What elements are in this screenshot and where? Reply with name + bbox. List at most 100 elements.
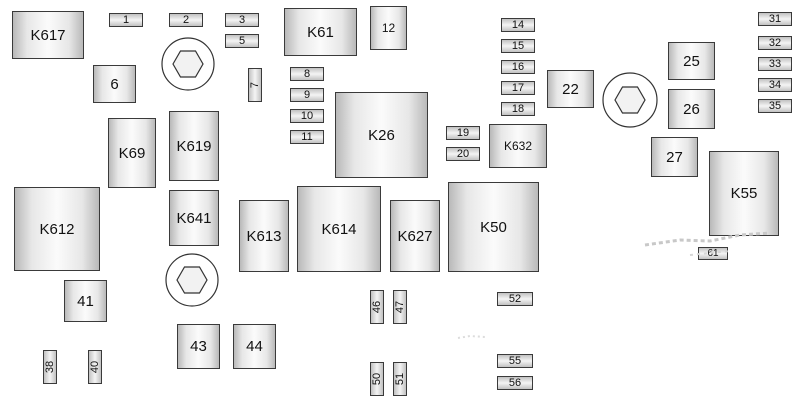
fuse-label: 11	[301, 131, 313, 143]
fuse-label: 16	[511, 61, 525, 73]
relay-label: K627	[397, 227, 433, 245]
relay-k612: K612	[14, 187, 100, 271]
fuse-5: 5	[225, 34, 259, 48]
fuse-55: 55	[497, 354, 533, 368]
fuse-51: 51	[393, 362, 407, 396]
relay-label: K614	[321, 220, 357, 238]
fuse-34: 34	[758, 78, 792, 92]
relay-k617: K617	[12, 11, 84, 59]
fuse-56: 56	[497, 376, 533, 390]
fuse-label: 35	[768, 100, 782, 112]
relay-label: K641	[176, 209, 212, 227]
fuse-label: 50	[371, 372, 383, 386]
relay-k632: K632	[489, 124, 547, 168]
fuse-40: 40	[88, 350, 102, 384]
fuse-label: 31	[768, 13, 782, 25]
fuse-35: 35	[758, 99, 792, 113]
fuse-33: 33	[758, 57, 792, 71]
relay-label: 22	[562, 80, 579, 98]
fuse-label: 56	[508, 377, 522, 389]
relay-label: 43	[190, 338, 207, 355]
fuse-label: 17	[511, 82, 525, 94]
fuse-46: 46	[370, 290, 384, 324]
relay-label: K613	[246, 227, 282, 245]
relay-6: 6	[93, 65, 136, 103]
fuse-3: 3	[225, 13, 259, 27]
relay-44: 44	[233, 324, 276, 369]
relay-label: 41	[77, 292, 94, 310]
fuse-label: 55	[508, 355, 522, 367]
fuse-2: 2	[169, 13, 203, 27]
fuse-label: 10	[300, 110, 314, 122]
relay-k55: K55	[709, 151, 779, 236]
relay-k69: K69	[108, 118, 156, 188]
fuse-label: 5	[238, 35, 246, 47]
fuse-label: 1	[122, 14, 130, 26]
relay-label: K619	[176, 137, 212, 155]
relay-12: 12	[370, 6, 407, 50]
fuse-7: 7	[248, 68, 262, 102]
fuse-label: 14	[511, 19, 525, 31]
relay-label: 27	[666, 148, 683, 166]
fuse-1: 1	[109, 13, 143, 27]
fuse-14: 14	[501, 18, 535, 32]
fuse-label: 34	[768, 79, 782, 91]
relay-k50: K50	[448, 182, 539, 272]
relay-26: 26	[668, 89, 715, 129]
relay-label: K612	[39, 220, 75, 238]
relay-43: 43	[177, 324, 220, 369]
relay-label: 6	[110, 75, 119, 93]
hex-bolt-icon	[165, 253, 219, 307]
fuse-11: 11	[290, 130, 324, 144]
fuse-label: 2	[182, 14, 190, 26]
fuse-10: 10	[290, 109, 324, 123]
fuse-label: 20	[456, 148, 470, 160]
fuse-label: 38	[44, 360, 56, 374]
fuse-15: 15	[501, 39, 535, 53]
hex-bolt-icon	[161, 37, 215, 91]
relay-label: 25	[683, 52, 700, 70]
scan-artifact-decoration	[457, 334, 486, 339]
fuse-52: 52	[497, 292, 533, 306]
fuse-label: 52	[508, 293, 522, 305]
fuse-8: 8	[290, 67, 324, 81]
relay-k641: K641	[169, 190, 219, 246]
fuse-label: 47	[394, 300, 406, 314]
relay-label: K61	[307, 23, 334, 41]
relay-k613: K613	[239, 200, 289, 272]
fuse-label: 51	[394, 372, 406, 386]
relay-k614: K614	[297, 186, 381, 272]
fuse-label: 32	[768, 37, 782, 49]
relay-label: K26	[368, 126, 395, 144]
fuse-label: 8	[303, 68, 311, 80]
fuse-label: 33	[768, 58, 782, 70]
fuse-label: 46	[371, 300, 383, 314]
fuse-label: 15	[511, 40, 525, 52]
fuse-20: 20	[446, 147, 480, 161]
relay-27: 27	[651, 137, 698, 177]
fuse-label: 40	[89, 360, 101, 374]
relay-22: 22	[547, 70, 594, 108]
scan-artifact-decoration	[644, 231, 771, 256]
relay-k61: K61	[284, 8, 357, 56]
relay-label: K50	[480, 218, 507, 236]
fuse-16: 16	[501, 60, 535, 74]
fuse-label: 3	[238, 14, 246, 26]
fuse-31: 31	[758, 12, 792, 26]
fuse-17: 17	[501, 81, 535, 95]
relay-label: K617	[30, 26, 66, 44]
relay-k627: K627	[390, 200, 440, 272]
fuse-50: 50	[370, 362, 384, 396]
relay-25: 25	[668, 42, 715, 80]
relay-41: 41	[64, 280, 107, 322]
relay-label: 26	[683, 100, 700, 118]
fuse-label: 7	[249, 81, 261, 89]
relay-label: K69	[118, 144, 146, 162]
fuse-label: 19	[456, 127, 470, 139]
relay-k619: K619	[169, 111, 219, 181]
fuse-38: 38	[43, 350, 57, 384]
hex-bolt-icon	[602, 72, 658, 128]
relay-label: K55	[730, 185, 758, 202]
fuse-19: 19	[446, 126, 480, 140]
